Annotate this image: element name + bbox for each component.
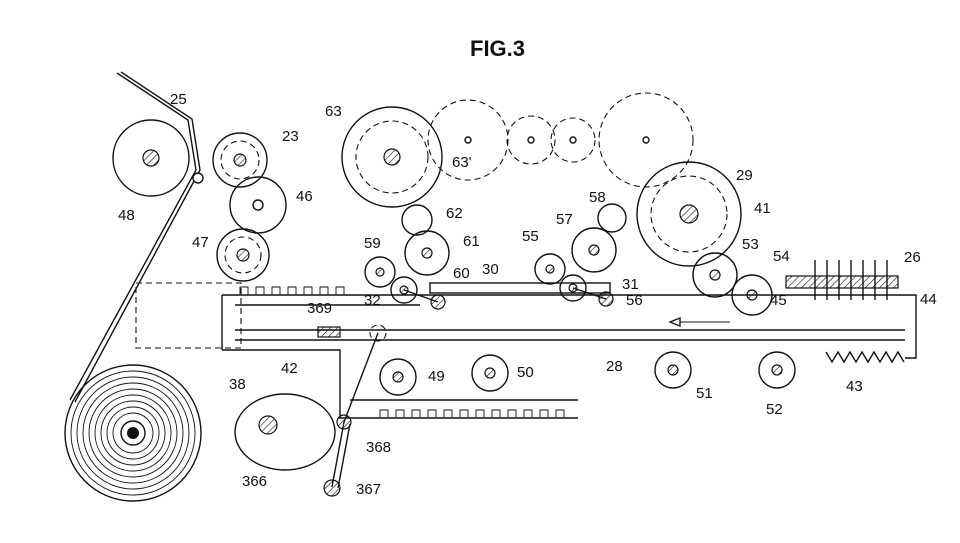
- label-49: 49: [428, 368, 445, 385]
- label-28: 28: [606, 358, 623, 375]
- strip-25: [69, 71, 201, 403]
- label-23: 23: [282, 128, 299, 145]
- label-32: 32: [364, 292, 381, 309]
- label-44: 44: [920, 291, 937, 308]
- cam-366: [234, 393, 336, 471]
- rack-teeth-top: [239, 286, 345, 295]
- label-63-prime: 63': [452, 154, 472, 171]
- label-55: 55: [522, 228, 539, 245]
- gear-52: [758, 351, 796, 389]
- spring-43: [825, 350, 905, 364]
- label-41: 41: [754, 200, 771, 217]
- gear-46: [229, 176, 287, 234]
- label-47: 47: [192, 234, 209, 251]
- label-63: 63: [325, 103, 342, 120]
- label-368: 368: [366, 439, 391, 456]
- label-59: 59: [364, 235, 381, 252]
- gear-53: [692, 252, 738, 298]
- gear-63: [341, 106, 443, 208]
- dashed-gear-train: [427, 92, 694, 188]
- gear-59: [364, 256, 396, 288]
- label-51: 51: [696, 385, 713, 402]
- gear-62: [401, 204, 433, 236]
- label-60: 60: [453, 265, 470, 282]
- gear-58: [597, 203, 627, 233]
- rack-teeth-lower: [379, 409, 565, 418]
- label-43: 43: [846, 378, 863, 395]
- label-31: 31: [622, 276, 639, 293]
- label-45: 45: [770, 292, 787, 309]
- label-367: 367: [356, 481, 381, 498]
- gear-49: [379, 358, 417, 396]
- gear-57: [571, 227, 617, 273]
- label-46: 46: [296, 188, 313, 205]
- label-42: 42: [281, 360, 298, 377]
- label-56: 56: [626, 292, 643, 309]
- rack-frame: [135, 282, 917, 419]
- label-52: 52: [766, 401, 783, 418]
- gear-55: [534, 253, 566, 285]
- drum-48: [112, 119, 204, 197]
- spiral-spring: [64, 364, 202, 502]
- gear-61: [404, 230, 450, 276]
- label-58: 58: [589, 189, 606, 206]
- label-38: 38: [229, 376, 246, 393]
- label-26: 26: [904, 249, 921, 266]
- label-366: 366: [242, 473, 267, 490]
- gear-23: [212, 132, 268, 188]
- label-29: 29: [736, 167, 753, 184]
- label-53: 53: [742, 236, 759, 253]
- gear-50: [471, 354, 509, 392]
- label-54: 54: [773, 248, 790, 265]
- bar-30: [429, 282, 611, 294]
- lever-367: [323, 332, 379, 497]
- comb-26: [785, 260, 899, 300]
- label-61: 61: [463, 233, 480, 250]
- gear-51: [654, 351, 692, 389]
- label-62: 62: [446, 205, 463, 222]
- link-60: [403, 289, 446, 310]
- label-50: 50: [517, 364, 534, 381]
- label-25: 25: [170, 91, 187, 108]
- link-56: [572, 287, 614, 307]
- reference-labels: 25 23 63 63' 29 46 48 47 62 61 58 57 41 …: [118, 91, 937, 498]
- gear-29: [636, 161, 742, 267]
- label-369: 369: [307, 300, 332, 317]
- label-57: 57: [556, 211, 573, 228]
- figure-title: FIG.3: [470, 36, 525, 61]
- label-48: 48: [118, 207, 135, 224]
- label-30: 30: [482, 261, 499, 278]
- gear-47: [216, 228, 270, 282]
